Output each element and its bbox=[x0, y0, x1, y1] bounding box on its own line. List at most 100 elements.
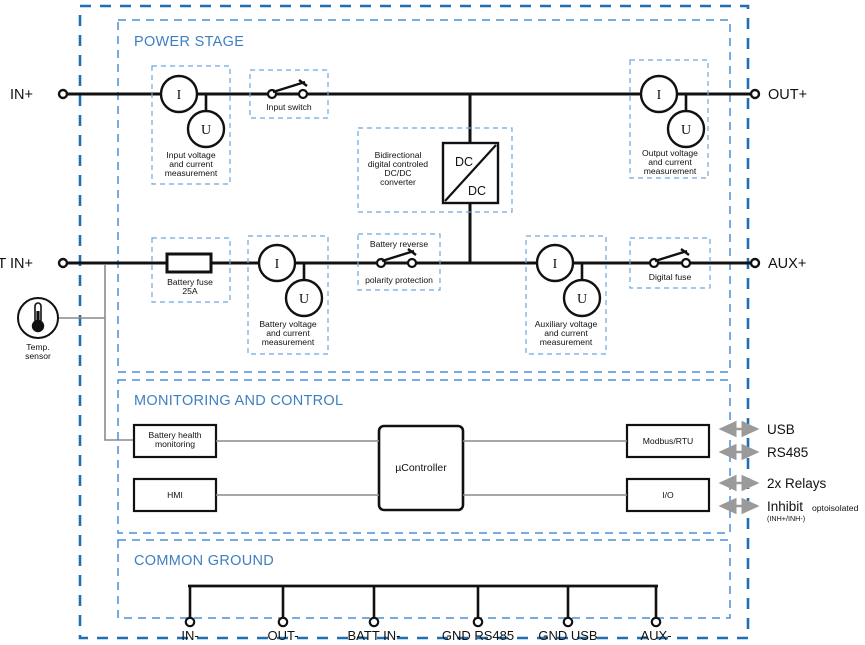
block-hmi bbox=[132, 477, 218, 513]
digital-fuse-contact-right bbox=[680, 257, 692, 269]
subblock-dcdc-converter bbox=[357, 127, 513, 213]
subblock-digital-fuse bbox=[629, 237, 711, 289]
ground-terminal-label-2: BATT IN- bbox=[348, 628, 401, 643]
digital-fuse-blade bbox=[654, 249, 688, 263]
ground-terminal-aux-minus: AUX- bbox=[640, 586, 672, 643]
battery-current-meter-icon bbox=[257, 243, 297, 283]
interface-label-rs485: RS485 bbox=[767, 445, 808, 460]
reverse-protection-label-line1: Battery reverse bbox=[370, 239, 428, 249]
battery-fuse-label-line1: Battery fuse bbox=[167, 277, 213, 287]
input-current-meter-symbol: I bbox=[177, 88, 182, 103]
temp-sensor-label-line1: Temp. bbox=[26, 342, 49, 352]
battery-voltage-meter-icon bbox=[284, 278, 324, 318]
reverse-switch-contact-right bbox=[406, 257, 418, 269]
microcontroller-label: µController bbox=[395, 462, 447, 474]
battery-current-meter-symbol: I bbox=[275, 257, 280, 272]
terminal-dot-out-plus bbox=[749, 88, 761, 100]
ground-terminal-out-minus: OUT- bbox=[267, 586, 299, 643]
output-measurement-label-line1: Output voltage bbox=[642, 148, 698, 158]
interface-label-usb: USB bbox=[767, 422, 795, 437]
input-voltage-meter-symbol: U bbox=[201, 123, 211, 138]
terminal-label-aux-plus: AUX+ bbox=[768, 256, 806, 272]
interface-note-inhibit-optoisolated: optoisolated bbox=[812, 503, 859, 513]
interface-label-inhibit: Inhibit bbox=[767, 499, 803, 514]
input-current-meter-icon bbox=[159, 74, 199, 114]
battery-fuse-label-line2: 25A bbox=[182, 286, 198, 296]
section-common-ground bbox=[117, 539, 731, 619]
aux-voltage-meter-icon bbox=[562, 278, 602, 318]
dcdc-symbol-bottom-label: DC bbox=[468, 184, 486, 198]
input-measurement-label-line1: Input voltage bbox=[166, 150, 215, 160]
modbus-label: Modbus/RTU bbox=[643, 436, 693, 446]
aux-measurement-label-line3: measurement bbox=[540, 337, 593, 347]
output-current-meter-symbol: I bbox=[657, 88, 662, 103]
io-block-label: I/O bbox=[662, 490, 674, 500]
terminal-label-out-plus: OUT+ bbox=[768, 87, 807, 103]
battery-measurement-label-line3: measurement bbox=[262, 337, 315, 347]
aux-measurement-label-line1: Auxiliary voltage bbox=[535, 319, 598, 329]
subblock-battery-fuse bbox=[151, 237, 231, 303]
terminal-label-in-plus: IN+ bbox=[10, 87, 33, 103]
dcdc-label-line1: Bidirectional bbox=[375, 150, 422, 160]
input-voltage-meter-icon bbox=[186, 109, 226, 149]
terminal-label-batt-in-plus: BATT IN+ bbox=[0, 256, 33, 272]
ground-terminal-label-0: IN- bbox=[181, 628, 198, 643]
interface-note-inhibit-pins: (INH+/INH-) bbox=[767, 514, 805, 523]
section-title-power-stage: POWER STAGE bbox=[134, 34, 244, 50]
digital-fuse-actuator bbox=[680, 248, 690, 256]
ground-terminal-gnd-rs485: GND RS485 bbox=[442, 586, 514, 643]
block-microcontroller bbox=[377, 424, 465, 512]
ground-terminal-gnd-usb: GND USB bbox=[538, 586, 598, 643]
battery-measurement-label-line1: Battery voltage bbox=[259, 319, 317, 329]
reverse-switch-blade bbox=[381, 249, 415, 263]
reverse-protection-label-line2: polarity protection bbox=[365, 275, 433, 285]
input-measurement-label-line2: and current bbox=[169, 159, 213, 169]
subblock-input-switch bbox=[249, 69, 329, 119]
battery-health-label-line1: Battery health bbox=[148, 430, 201, 440]
terminal-dot-batt-in-plus bbox=[57, 257, 69, 269]
aux-current-meter-icon bbox=[535, 243, 575, 283]
reverse-switch-actuator bbox=[407, 248, 417, 256]
input-switch-label: Input switch bbox=[266, 102, 312, 112]
dcdc-label-line2: digital controled bbox=[368, 159, 428, 169]
battery-fuse-icon bbox=[165, 252, 213, 274]
aux-current-meter-symbol: I bbox=[553, 257, 558, 272]
subblock-aux-measurement bbox=[525, 235, 607, 355]
terminal-dot-aux-plus bbox=[749, 257, 761, 269]
device-outer-boundary bbox=[78, 4, 750, 640]
dcdc-symbol-top-label: DC bbox=[455, 155, 473, 169]
battery-voltage-meter-symbol: U bbox=[299, 292, 309, 307]
output-measurement-label-line3: measurement bbox=[644, 166, 697, 176]
output-current-meter-icon bbox=[639, 74, 679, 114]
input-switch-blade bbox=[272, 80, 306, 94]
output-measurement-label-line2: and current bbox=[648, 157, 692, 167]
battery-measurement-label-line2: and current bbox=[266, 328, 310, 338]
subblock-battery-measurement bbox=[247, 235, 329, 355]
ground-terminal-batt-in-minus: BATT IN- bbox=[348, 586, 401, 643]
block-battery-health-monitoring bbox=[132, 423, 218, 459]
temp-sensor-thermometer-fill bbox=[36, 311, 40, 324]
interface-label-relays: 2x Relays bbox=[767, 476, 827, 491]
input-switch-contact-right bbox=[297, 88, 309, 100]
subblock-input-measurement bbox=[151, 65, 231, 185]
terminal-dot-in-plus bbox=[57, 88, 69, 100]
digital-fuse-label: Digital fuse bbox=[649, 272, 692, 282]
ground-terminal-label-4: GND USB bbox=[538, 628, 597, 643]
dcdc-label-line3: DC/DC bbox=[384, 168, 411, 178]
ground-terminal-label-1: OUT- bbox=[267, 628, 298, 643]
subblock-reverse-polarity-protection bbox=[357, 233, 441, 291]
output-voltage-meter-icon bbox=[666, 109, 706, 149]
ground-terminal-in-minus: IN- bbox=[181, 586, 199, 643]
battery-health-label-line2: monitoring bbox=[155, 439, 195, 449]
input-measurement-label-line3: measurement bbox=[165, 168, 218, 178]
ground-terminal-label-5: AUX- bbox=[640, 628, 671, 643]
hmi-label: HMI bbox=[167, 490, 183, 500]
aux-voltage-meter-symbol: U bbox=[577, 292, 587, 307]
input-switch-actuator bbox=[298, 79, 308, 87]
section-power-stage bbox=[117, 19, 731, 373]
dcdc-label-line4: converter bbox=[380, 177, 416, 187]
ground-terminal-label-3: GND RS485 bbox=[442, 628, 514, 643]
dcdc-symbol-diagonal bbox=[444, 144, 497, 202]
section-title-monitoring-and-control: MONITORING AND CONTROL bbox=[134, 393, 343, 409]
